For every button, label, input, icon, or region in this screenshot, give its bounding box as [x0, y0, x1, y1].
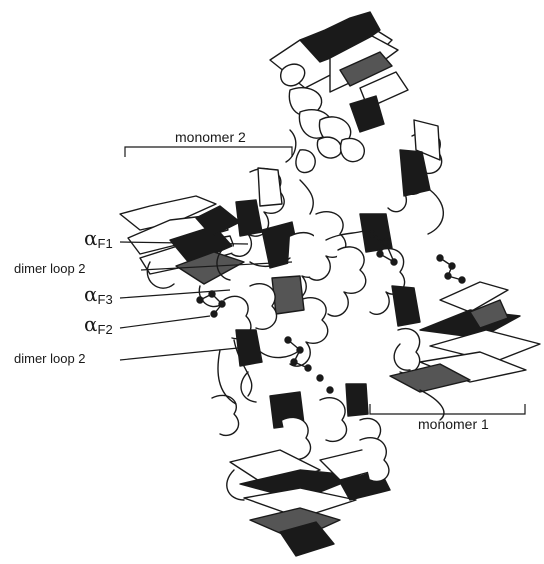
- monomer1-bracket: [370, 404, 525, 414]
- central-helix-bundle: [224, 168, 420, 373]
- monomer2-label: monomer 2: [175, 130, 246, 144]
- lower-helix-region: [212, 372, 381, 459]
- dimer-loop-lower-label: dimer loop 2: [14, 352, 86, 365]
- monomer2-bracket: [125, 147, 292, 157]
- alpha-f3-label: αF3: [84, 284, 113, 306]
- dimer-loop-upper-label: dimer loop 2: [14, 262, 86, 275]
- leader-dimer-loop-lower: [120, 348, 238, 360]
- alpha-f2-label: αF2: [84, 314, 113, 336]
- bottom-beta-sheet-domain: [227, 438, 390, 556]
- monomer1-label: monomer 1: [418, 417, 489, 431]
- alpha-f1-label: αF1: [84, 228, 113, 250]
- leader-alpha-f2: [120, 316, 210, 328]
- top-beta-sheet-domain: [270, 12, 408, 173]
- right-upper-helices: [388, 120, 443, 234]
